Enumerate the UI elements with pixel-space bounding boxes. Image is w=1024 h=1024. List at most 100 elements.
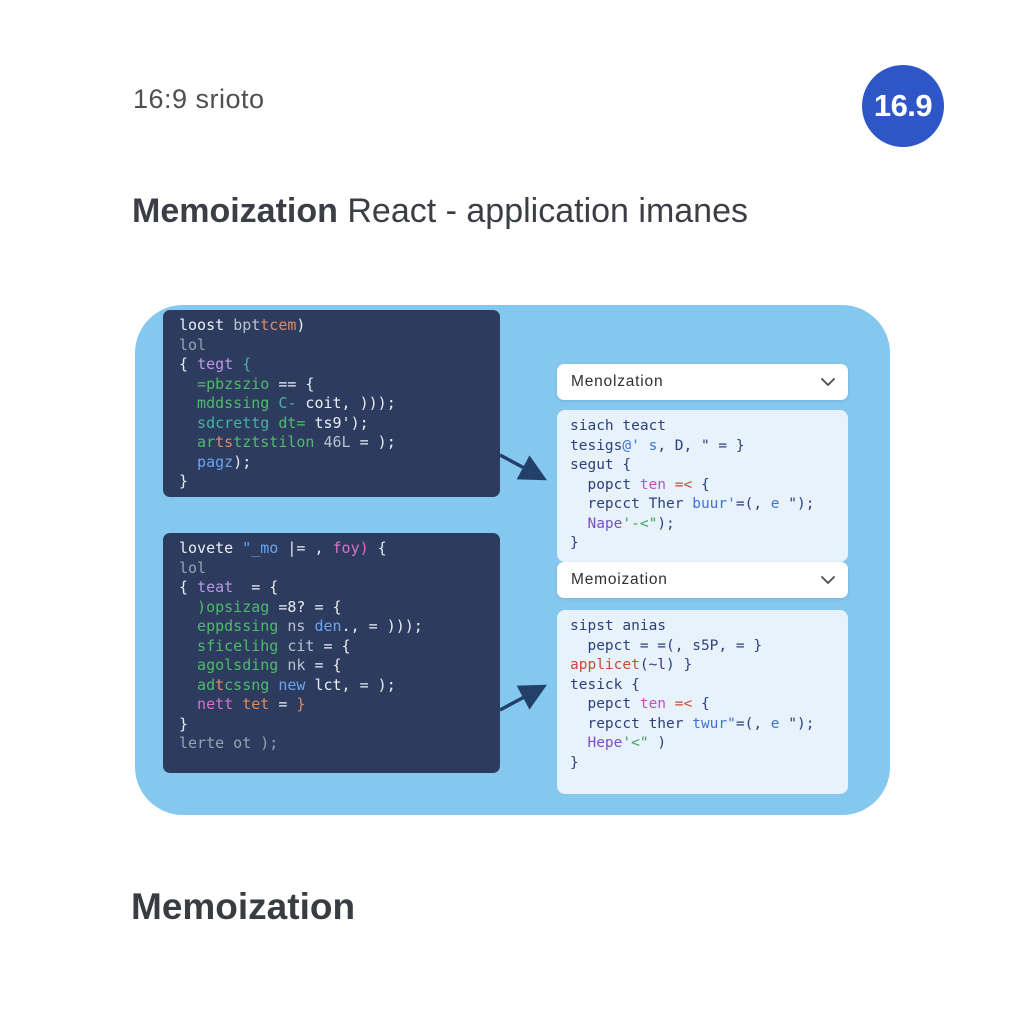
code-token: buur' [692,496,736,512]
code-line: { teat = { [179,578,484,598]
code-token: tztstilon [233,433,315,451]
code-token: ts [215,433,234,451]
code-token: pepct [570,696,640,712]
code-line: mddssing C- coit, ))); [179,394,484,414]
code-token: sdcrettg [179,413,270,432]
memoization-dropdown-1[interactable]: Menolzation [557,364,848,400]
code-line: sipst anias [570,617,835,637]
code-token: twur" [692,715,736,732]
code-token: ad [179,675,216,694]
code-token: popct [570,476,640,493]
code-token: =< [666,476,693,493]
code-token: pepct = =(, s5P, = } [570,637,763,654]
code-token: C- [269,394,297,412]
code-line: pepct = =(, s5P, = } [570,637,835,657]
code-token: den [314,617,342,635]
code-token: Hepe [570,735,623,751]
code-token: = { [314,636,351,655]
code-line: =pbzszio == { [179,375,484,395]
code-token: cssng [224,675,270,694]
code-token: =(, [735,496,771,512]
code-token: "); [779,496,815,512]
code-line: eppdssing ns den., = ))); [179,617,484,637]
code-token: foy) [332,539,369,557]
code-token: new [269,675,306,694]
code-line: popct ten =< { [570,476,835,496]
code-token: tesigs [570,437,623,454]
code-token: } [296,695,306,713]
code-token: e [770,496,780,512]
code-line: Nape'-<"); [570,515,835,535]
code-token: nk [278,656,306,674]
code-line: tesick { [570,676,835,696]
code-token: "); [779,715,815,732]
code-token: == { [269,374,315,393]
code-token: "_mo [242,539,279,557]
code-token: { [692,696,710,712]
code-token: teat [197,578,234,596]
code-token: t [215,675,225,694]
code-line: lol [179,559,484,579]
code-token: segut { [570,457,632,473]
code-line: lerte ot ); [179,734,484,754]
dropdown-label: Menolzation [571,373,664,390]
code-block-result-top: siach teact tesigs@' s, D, " = }segut { p… [557,410,848,562]
code-token: = { [233,578,279,596]
code-token: ten [639,476,667,493]
code-token: tet [233,695,270,713]
code-token: coit, ))); [296,394,396,412]
code-line: )opsizag =8? = { [179,598,484,618]
code-token: { [179,355,198,373]
code-token: lol [179,558,207,577]
code-token: cit [278,636,315,655]
page-title-bold: Memoization [132,192,338,230]
code-line: loost bpttcem) [179,316,484,336]
code-token: @' s [622,437,658,454]
code-line: pepct ten =< { [570,695,835,715]
code-token: Nape [570,515,623,532]
code-block-result-bottom: sipst anias pepct = =(, s5P, = }applicet… [557,610,848,794]
chevron-down-icon [821,571,835,589]
code-token: tegt [197,355,234,373]
page-title: Memoization React - application imanes [132,192,748,231]
code-token: { [692,476,710,493]
code-line: repcct Ther buur'=(, e "); [570,495,835,515]
code-token: =< [666,696,693,712]
code-line: tesigs@' s, D, " = } [570,437,835,457]
memoization-dropdown-2[interactable]: Memoization [557,562,848,598]
code-token: } [179,472,189,490]
code-token: agolsding [179,656,279,674]
code-line: repcct ther twur"=(, e "); [570,715,835,735]
code-token: 46L [314,433,351,451]
code-token: dt= [269,413,306,432]
code-token: = [269,695,297,713]
code-line: } [179,715,484,735]
code-token: siach teact [570,418,667,434]
code-token: nett [179,695,234,713]
page-title-rest: React - application imanes [337,192,748,230]
code-token: '<" [622,735,649,751]
code-line: } [179,472,484,492]
aspect-ratio-label: 16:9 srioto [133,84,265,114]
code-token: { [368,539,387,557]
code-token: eppdssing [179,617,279,635]
code-token: } [570,535,579,551]
code-line: lol [179,336,484,356]
ratio-badge: 16.9 [862,65,944,147]
code-block-source-bottom: lovete "_mo |= , foy) {lol{ teat = { )op… [163,533,500,773]
code-line: sdcrettg dt= ts9'); [179,414,484,434]
code-token: '-<" [622,515,658,532]
code-token: ts9'); [305,413,369,432]
code-line: } [570,754,835,774]
code-token: ten [639,696,667,712]
code-token: sipst anias [570,618,667,634]
code-token: ); [233,452,252,471]
flow-arrow-down-right-icon [499,453,547,481]
code-token: =8? = { [269,597,342,616]
code-token: repcct Ther [570,496,693,512]
code-token: ) [296,316,306,334]
code-token: = { [305,656,342,674]
code-token: lol [179,335,207,354]
code-token: ns [278,617,315,635]
